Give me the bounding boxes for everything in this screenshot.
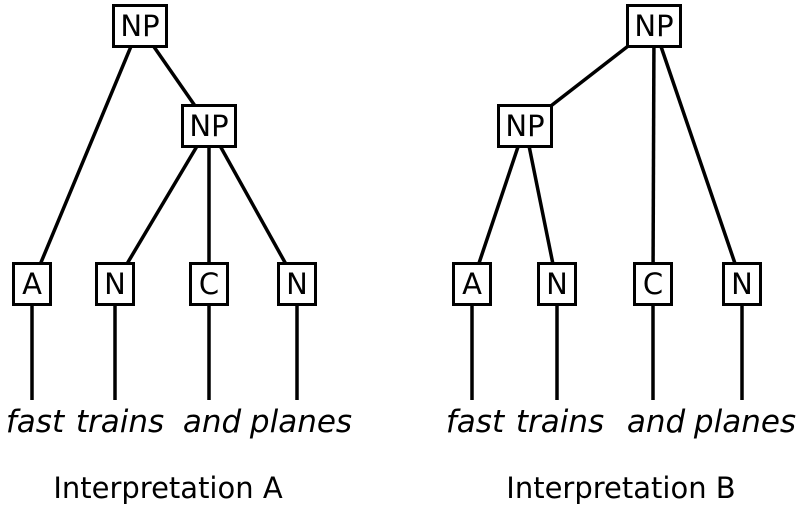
tree-b-caption: Interpretation B <box>506 471 736 505</box>
tree-a-root-node: NP <box>112 4 168 48</box>
tree-a-caption: Interpretation A <box>53 471 283 505</box>
edge-a-np-to-N1 <box>113 125 211 285</box>
tree-b-word-fast: fast <box>445 404 505 440</box>
tree-a-word-planes: planes <box>249 404 353 440</box>
tree-a-word-trains: trains <box>75 404 165 440</box>
tree-b-root-node: NP <box>626 4 682 48</box>
edge-b-root-to-C <box>651 25 656 285</box>
tree-b-leaf-noun-1: N <box>537 262 577 306</box>
edge-b-np-to-N1 <box>523 125 559 285</box>
tree-b-leaf-adjective: A <box>452 262 492 306</box>
tree-a-leaf-adjective: A <box>12 262 52 306</box>
tree-a-leaf-noun-1: N <box>95 262 135 306</box>
tree-b-inner-np-node: NP <box>497 104 553 148</box>
edge-b-np-to-A <box>470 125 527 285</box>
tree-a-leaf-noun-2: N <box>277 262 317 306</box>
tree-a-inner-np-node: NP <box>181 104 237 148</box>
tree-b-leaf-conjunction: C <box>633 262 673 306</box>
edge-b-root-to-N2 <box>652 25 744 285</box>
tree-b-word-and: and <box>626 404 686 440</box>
tree-a-word-and: and <box>182 404 242 440</box>
tree-b-leaf-noun-2: N <box>722 262 762 306</box>
edge-a-root-to-A <box>30 25 142 285</box>
tree-a-leaf-conjunction: C <box>189 262 229 306</box>
tree-a-word-fast: fast <box>5 404 65 440</box>
tree-b-word-trains: trains <box>515 404 605 440</box>
tree-b-word-planes: planes <box>693 404 797 440</box>
edge-a-np-to-N2 <box>207 125 299 285</box>
